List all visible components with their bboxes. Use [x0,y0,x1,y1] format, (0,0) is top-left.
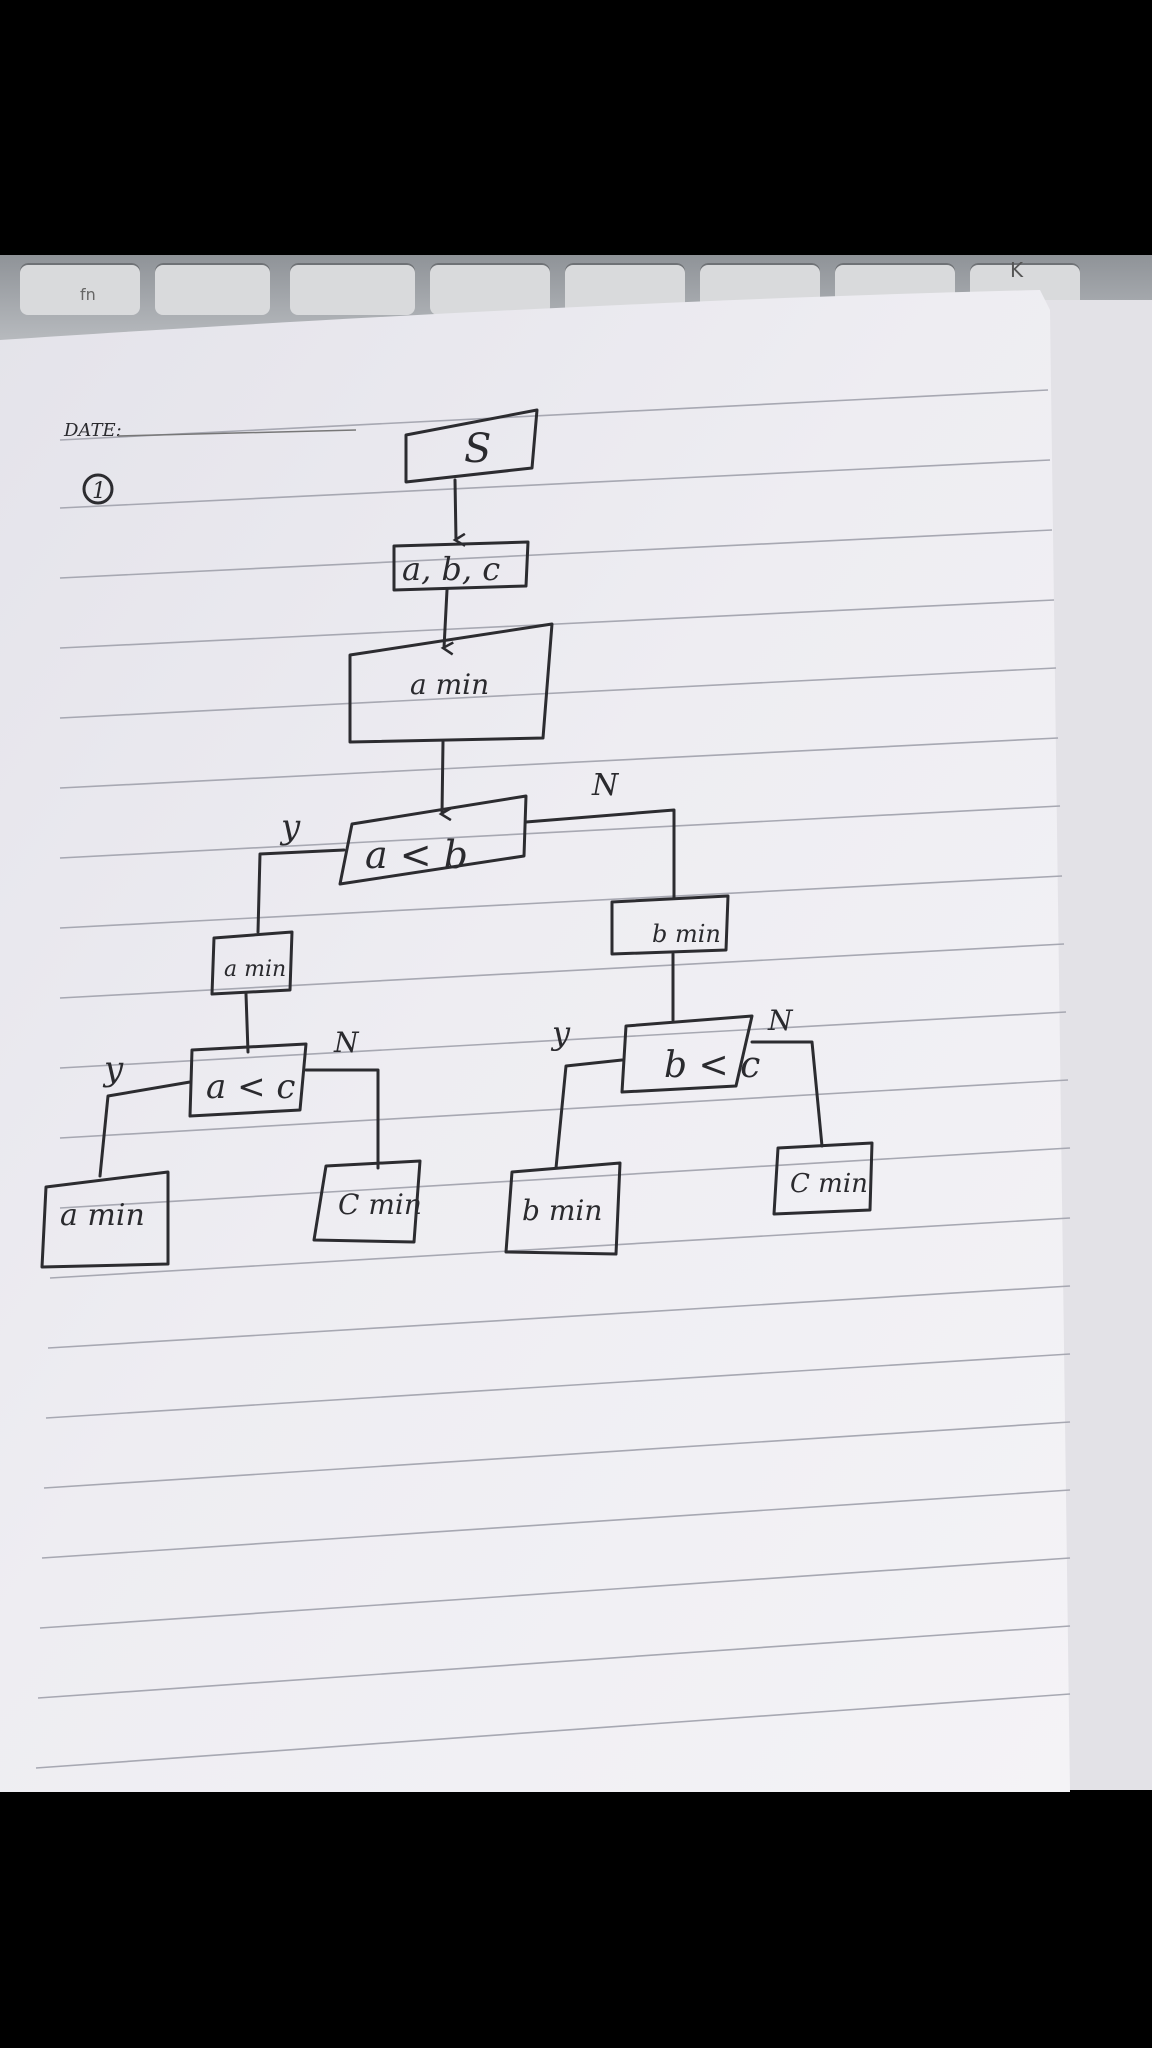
yes-label-ab: y [279,807,301,847]
left-assign-box [210,930,294,996]
date-label: DATE: [63,420,122,441]
keyboard-key [430,263,550,315]
keyboard-key [20,263,140,315]
input-label: a, b, c [402,550,500,588]
arrow-start-input [455,478,456,540]
no-label-ab: N [591,768,620,803]
leaf-box-bc-no [772,1141,874,1216]
ruled-lines [35,389,1071,1769]
line-left-assign-decision [244,992,250,1054]
right-assign-box [610,894,730,956]
problem-number-circle [82,473,114,505]
keyboard-key [155,263,270,315]
problem-number: 1 [92,479,106,504]
leaf-label-ac-yes: a min [60,1198,145,1233]
keyboard-key [290,263,415,315]
leaf-label-bc-yes: b min [522,1194,602,1227]
arrow-input-process [444,588,447,648]
decision-box-bc [620,1014,754,1094]
left-assign-label: a min [224,957,286,982]
date-underline [117,429,357,437]
branch-line-bc-no [750,1040,824,1148]
no-label-ac: N [333,1026,360,1059]
keyboard-fn-label: fn [80,285,96,304]
decision-label-ac: a < c [206,1067,295,1107]
no-label-bc: N [767,1004,794,1037]
start-label: S [464,426,491,472]
leaf-box-ac-no [312,1159,422,1244]
keyboard-corner-key-label: K [1010,258,1024,282]
process-box [348,622,554,744]
branch-line-bc-yes [554,1058,624,1170]
leaf-label-bc-no: C min [790,1169,868,1199]
decision-box-ac [188,1042,308,1118]
leaf-box-ac-yes [40,1170,170,1269]
right-assign-label: b min [652,920,721,948]
leaf-label-ac-no: C min [338,1188,422,1221]
process-label: a min [410,668,489,701]
branch-line-ac-yes [98,1080,192,1178]
arrow-process-decision [442,740,443,814]
branch-line-ac-no [304,1068,380,1170]
branch-line-ab-yes [256,848,346,934]
notebook-page: DATE: 1 S a, b, c a min a < b y N a min … [0,290,1152,1792]
start-box [404,408,539,484]
input-box [392,540,530,592]
yes-label-ac: y [102,1049,124,1089]
branch-line-ab-no [524,808,676,900]
decision-label-bc: b < c [664,1045,760,1086]
flowchart-diagram: DATE: 1 S a, b, c a min a < b y N a min … [0,290,1071,1792]
decision-label-ab: a < b [365,833,468,877]
yes-label-bc: y [550,1014,571,1052]
decision-box-ab [338,794,528,886]
leaf-box-bc-yes [504,1161,622,1256]
